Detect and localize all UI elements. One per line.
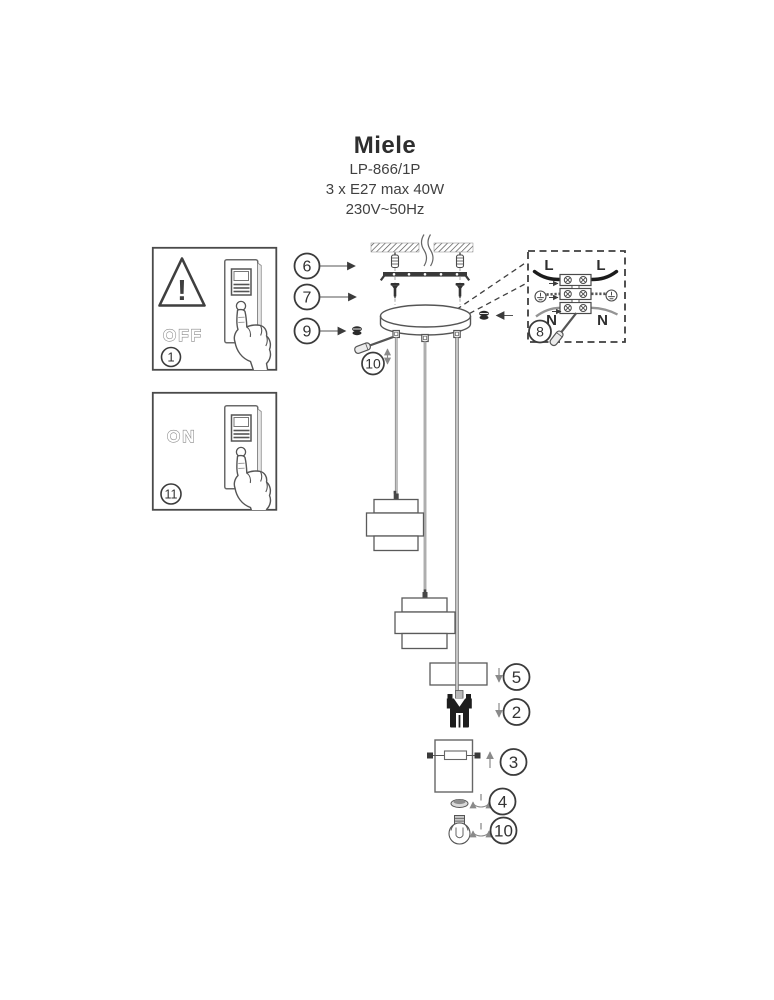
break-line: [420, 234, 428, 267]
svg-text:3: 3: [509, 753, 518, 772]
suspension-cables: [394, 337, 459, 694]
wall-plug-right: [455, 251, 465, 269]
mounting-screw-left: [390, 283, 400, 299]
warning-mark: !: [177, 275, 187, 307]
svg-text:1: 1: [167, 349, 174, 364]
svg-text:8: 8: [536, 323, 544, 339]
wall-plug-left: [390, 251, 400, 269]
earth-symbol-left: [534, 290, 547, 303]
canopy: [379, 304, 472, 343]
neutral-wire-right: [591, 306, 619, 316]
ring-nut: [450, 799, 469, 808]
mounting-bracket: [379, 272, 471, 282]
svg-text:10: 10: [494, 821, 513, 840]
break-line: [427, 234, 434, 267]
callout-3: 3: [499, 748, 528, 776]
off-panel: ! OFF 1: [151, 246, 278, 371]
cable-gland: [453, 329, 461, 339]
callout-11: 11: [160, 483, 182, 505]
callout-8: 8: [528, 319, 552, 344]
title-block: Miele LP-866/1P 3 x E27 max 40W 230V~50H…: [235, 132, 535, 220]
neutral-wire-left: [535, 306, 561, 318]
pendant-shade-2: [394, 589, 456, 650]
shade-body-step3: [427, 739, 481, 793]
live-label-right: L: [596, 257, 605, 274]
lamp-spec: 3 x E27 max 40W: [325, 181, 445, 198]
insert-arrows: [549, 280, 562, 315]
cap-nut-left: [351, 325, 363, 336]
callout-2: 2: [502, 698, 531, 726]
model-number: LP-866/1P: [349, 161, 421, 178]
brand-title: Miele: [353, 132, 417, 159]
callout-9: 9: [293, 317, 347, 345]
neutral-label-left: N: [546, 312, 557, 329]
cable-gland: [421, 333, 429, 343]
callout-4: 4: [488, 787, 517, 816]
voltage-spec: 230V~50Hz: [345, 201, 425, 218]
wiring-detail-box: L L: [527, 250, 626, 348]
mounting-screw-right: [455, 283, 465, 299]
svg-text:6: 6: [303, 258, 312, 275]
callout-5: 5: [502, 663, 531, 691]
callout-10-canopy: 10: [361, 351, 385, 376]
live-wire-right: [589, 269, 619, 282]
svg-text:4: 4: [498, 792, 507, 811]
neutral-label-right: N: [597, 312, 608, 329]
svg-text:9: 9: [303, 323, 312, 340]
live-wire-left: [532, 269, 562, 282]
alignment-guides: [394, 268, 461, 305]
callout-10-bulb: 10: [489, 816, 518, 845]
callout-6: 6: [293, 252, 356, 280]
svg-text:5: 5: [512, 668, 521, 687]
on-label: ON: [167, 427, 197, 446]
svg-text:2: 2: [512, 703, 521, 722]
callout-1: 1: [160, 346, 182, 368]
svg-text:11: 11: [165, 487, 178, 501]
rotate-arrow: [473, 823, 489, 836]
cap-nut-right: [478, 310, 490, 321]
callout-7: 7: [293, 283, 357, 311]
ceiling: [370, 234, 474, 267]
earth-symbol-right: [605, 289, 618, 302]
lamp-socket: [446, 690, 472, 728]
pendant-shade-1: [365, 490, 425, 552]
svg-text:10: 10: [365, 355, 381, 371]
svg-text:7: 7: [303, 289, 312, 306]
cable-gland: [392, 329, 401, 339]
rotate-arrow: [473, 794, 489, 807]
live-label-left: L: [544, 257, 553, 274]
light-bulb-icon: [448, 815, 471, 845]
on-panel: ON 11: [151, 391, 278, 511]
warning-triangle-icon: !: [158, 257, 206, 307]
off-label: OFF: [163, 326, 203, 345]
terminal-block: [559, 273, 592, 315]
